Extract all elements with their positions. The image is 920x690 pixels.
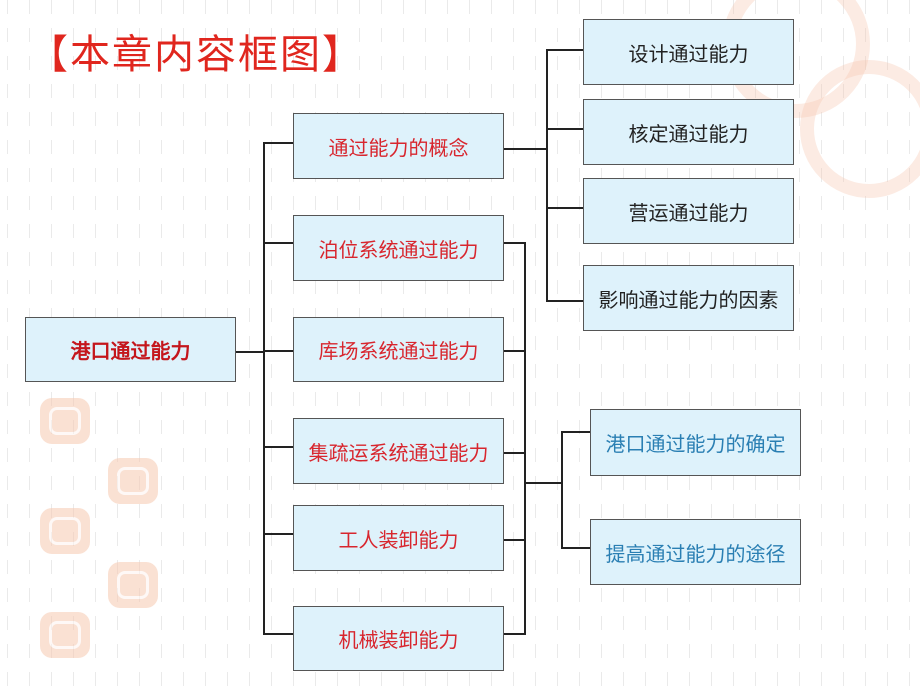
page-title: 【本章内容框图】: [28, 32, 364, 78]
node-capacity-factors: 影响通过能力的因素: [583, 265, 794, 331]
node-operating-capacity: 营运通过能力: [583, 178, 794, 244]
connector-line: [503, 148, 548, 150]
connector-line: [263, 446, 293, 448]
stamp-seal-icon: [40, 508, 90, 554]
node-distribution-system-capacity: 集疏运系统通过能力: [293, 418, 504, 484]
node-yard-system-capacity: 库场系统通过能力: [293, 317, 504, 382]
node-capacity-improvement: 提高通过能力的途径: [590, 519, 801, 585]
connector-line: [546, 300, 584, 302]
connector-line: [546, 207, 584, 209]
root-node-port-capacity: 港口通过能力: [25, 317, 236, 382]
connector-line: [561, 431, 563, 549]
node-machine-handling-capacity: 机械装卸能力: [293, 606, 504, 671]
connector-line: [561, 431, 591, 433]
connector-line: [235, 351, 265, 353]
connector-line: [546, 49, 548, 302]
connector-line: [561, 547, 591, 549]
node-berth-system-capacity: 泊位系统通过能力: [293, 215, 504, 281]
connector-line: [524, 482, 563, 484]
connector-line: [503, 633, 526, 635]
connector-line: [263, 350, 293, 352]
connector-line: [546, 49, 584, 51]
stamp-seal-icon: [108, 562, 158, 608]
node-verified-capacity: 核定通过能力: [583, 99, 794, 165]
node-worker-handling-capacity: 工人装卸能力: [293, 505, 504, 571]
connector-line: [524, 242, 526, 635]
stamp-seal-icon: [40, 398, 90, 444]
connector-line: [503, 539, 526, 541]
connector-line: [503, 242, 526, 244]
connector-line: [263, 533, 293, 535]
connector-line: [263, 242, 293, 244]
connector-line: [503, 350, 526, 352]
stamp-seal-icon: [108, 458, 158, 504]
stamp-seal-icon: [40, 612, 90, 658]
node-capacity-determination: 港口通过能力的确定: [590, 409, 801, 476]
connector-line: [263, 142, 293, 144]
connector-line: [263, 633, 293, 635]
node-capacity-concept: 通过能力的概念: [293, 113, 504, 179]
node-design-capacity: 设计通过能力: [583, 19, 794, 85]
connector-line: [263, 142, 265, 635]
connector-line: [503, 452, 526, 454]
connector-line: [546, 128, 584, 130]
